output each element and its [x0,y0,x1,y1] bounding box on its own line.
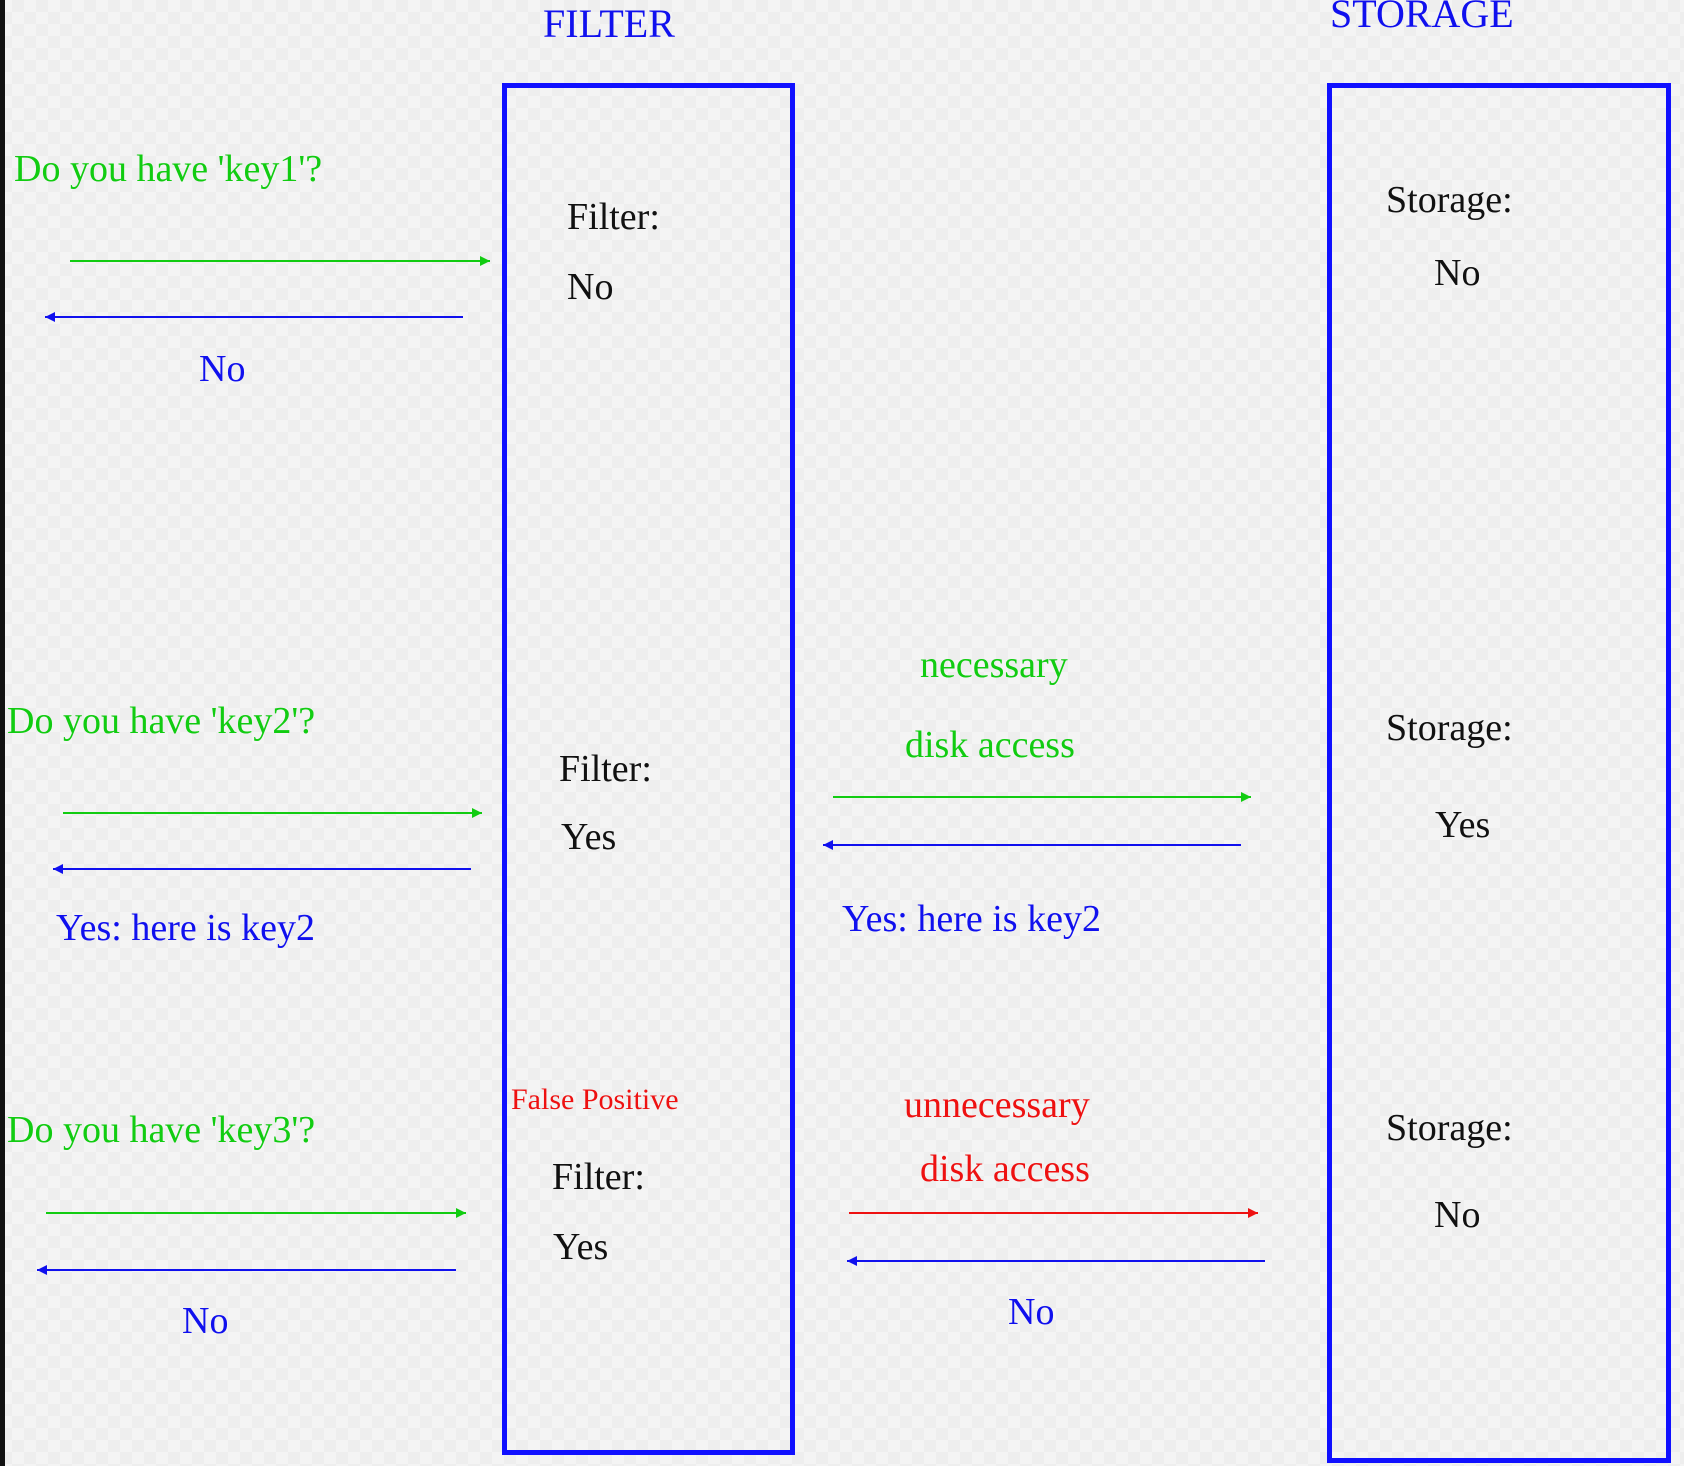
row2-storage-label: Storage: [1386,707,1513,749]
row1-question: Do you have 'key1'? [14,148,323,190]
left-border [0,0,5,1466]
storage-header: STORAGE [1330,0,1514,36]
row3-answer: No [182,1300,229,1342]
row1-storage-label: Storage: [1386,179,1513,221]
row2-question: Do you have 'key2'? [7,700,316,742]
row3-filter-value: Yes [553,1226,609,1268]
row3-access-line1: unnecessary [904,1084,1090,1126]
row3-storage-value: No [1434,1194,1481,1236]
row2-storage-value: Yes [1435,804,1491,846]
row2-access-line2: disk access [905,724,1075,766]
bottom-strip [0,1466,1684,1476]
row2-filter-label: Filter: [559,748,652,790]
row1-answer: No [199,348,246,390]
row2-filter-value: Yes [561,816,617,858]
row1-storage-value: No [1434,252,1481,294]
row1-filter-label: Filter: [567,196,660,238]
row3-access-line2: disk access [920,1148,1090,1190]
row3-storage-answer: No [1008,1291,1055,1333]
row2-access-line1: necessary [920,644,1068,686]
row3-filter-label: Filter: [552,1156,645,1198]
row1-filter-value: No [567,266,614,308]
filter-box [502,83,795,1455]
false-positive-note: False Positive [511,1083,679,1116]
storage-box [1327,83,1671,1463]
row2-answer: Yes: here is key2 [56,907,315,949]
row3-question: Do you have 'key3'? [7,1109,316,1151]
filter-header: FILTER [543,1,675,46]
row2-storage-answer: Yes: here is key2 [842,898,1101,940]
row3-storage-label: Storage: [1386,1107,1513,1149]
